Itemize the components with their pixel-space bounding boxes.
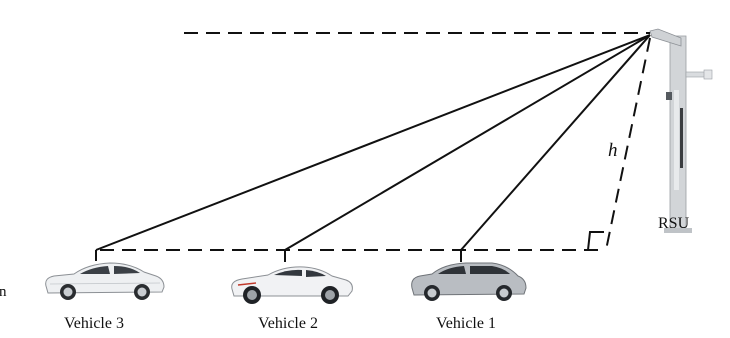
car-icon bbox=[231, 266, 353, 304]
link-rsu-vehicle-2 bbox=[284, 34, 651, 251]
height-label: h bbox=[608, 140, 618, 161]
car-icon bbox=[45, 262, 165, 300]
vehicle-2-label: Vehicle 2 bbox=[258, 315, 318, 332]
right-angle-marker bbox=[587, 231, 604, 251]
rsu-label: RSU bbox=[658, 215, 690, 232]
vehicle-3-label: Vehicle 3 bbox=[64, 315, 124, 332]
rsu-pole-icon bbox=[649, 28, 713, 233]
height-dashed-line bbox=[605, 37, 651, 251]
vehicle-1-label: Vehicle 1 bbox=[436, 315, 496, 332]
link-rsu-vehicle-3 bbox=[95, 34, 651, 251]
edge-text-fragment: n bbox=[0, 284, 7, 300]
car-icon bbox=[411, 262, 527, 301]
link-rsu-vehicle-1 bbox=[460, 34, 651, 251]
